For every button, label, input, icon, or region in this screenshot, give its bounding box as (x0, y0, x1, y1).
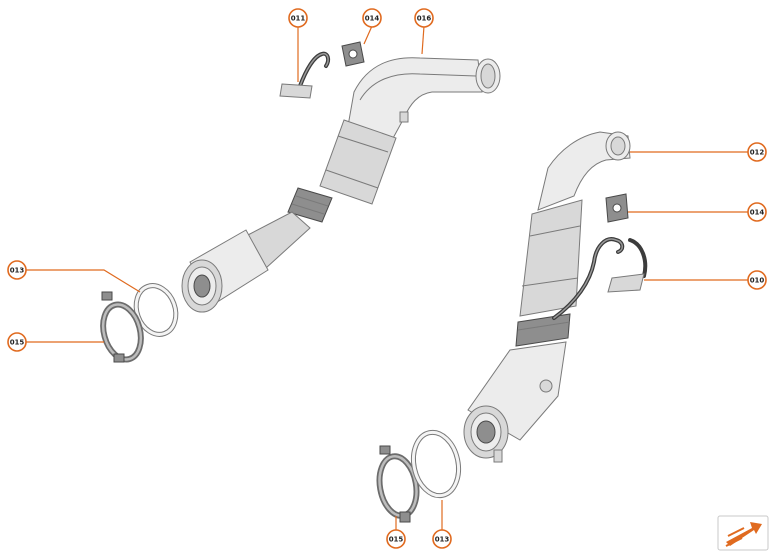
callout-015-left: 015 (7, 332, 27, 352)
svg-text:014: 014 (365, 15, 380, 23)
arrow-direction-icon (725, 522, 762, 547)
callout-014-top: 014 (362, 8, 382, 28)
downpipe-left (181, 57, 501, 313)
callout-012: 012 (747, 142, 767, 162)
svg-text:013: 013 (435, 536, 450, 544)
sealing-ring-013-right (410, 429, 462, 499)
direction-nav-button[interactable] (717, 515, 769, 551)
bracket-011 (279, 51, 331, 99)
clamp-015-right (376, 445, 420, 523)
svg-text:014: 014 (750, 209, 765, 217)
svg-text:015: 015 (10, 339, 25, 347)
svg-text:016: 016 (417, 15, 432, 23)
rubber-mount-014-right (605, 193, 629, 223)
callout-015-bottom: 015 (386, 529, 406, 549)
svg-text:013: 013 (10, 267, 25, 275)
clamp-015-left (100, 291, 144, 363)
callout-013-left: 013 (7, 260, 27, 280)
callout-010: 010 (747, 270, 767, 290)
callout-016: 016 (414, 8, 434, 28)
svg-text:012: 012 (750, 149, 765, 157)
rubber-mount-014-top (341, 41, 365, 67)
callout-014-right: 014 (747, 202, 767, 222)
svg-text:010: 010 (750, 277, 765, 285)
callout-011: 011 (288, 8, 308, 28)
callout-013-bottom: 013 (432, 529, 452, 549)
svg-text:011: 011 (291, 15, 306, 23)
leader-lines (26, 25, 748, 530)
bracket-010 (552, 237, 648, 320)
downpipe-right (463, 131, 631, 463)
svg-text:015: 015 (389, 536, 404, 544)
